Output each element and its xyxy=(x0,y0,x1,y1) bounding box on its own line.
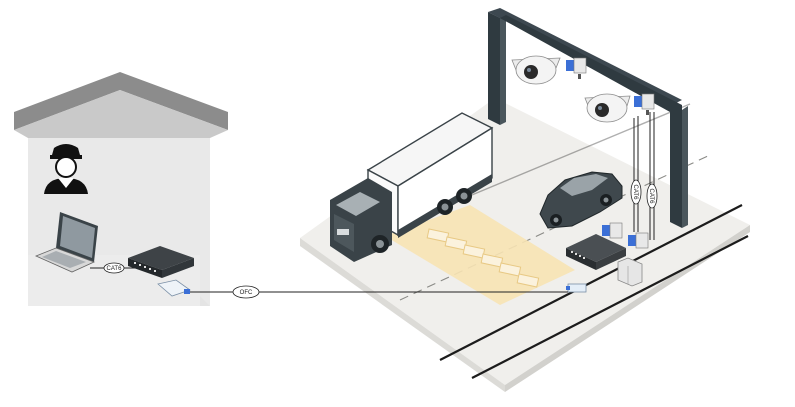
ir-camera-icon xyxy=(566,57,587,79)
ofc-fiber-link: OFC xyxy=(190,285,568,299)
car-icon xyxy=(539,171,623,229)
detection-zone xyxy=(385,205,575,305)
security-guard-icon xyxy=(44,144,88,194)
svg-text:CAT6: CAT6 xyxy=(648,189,654,205)
dome-camera-icon xyxy=(511,55,561,85)
camera-cables xyxy=(633,112,655,240)
gantry-structure xyxy=(488,8,688,228)
laptop-icon xyxy=(34,212,98,273)
fiber-converter-icon xyxy=(157,279,191,297)
truck-icon xyxy=(330,112,494,262)
fiber-converter-icon xyxy=(566,283,587,293)
svg-text:OFC: OFC xyxy=(240,290,253,296)
ir-camera-icon xyxy=(602,222,623,239)
cat6-label-cam2: CAT6 xyxy=(646,183,658,209)
dome-camera-icon xyxy=(584,93,631,123)
junction-box-icon xyxy=(617,257,643,287)
cat6-label-cam1: CAT6 xyxy=(630,179,642,205)
cat6-lan-link: CAT6 xyxy=(90,262,140,274)
ir-camera-icon xyxy=(634,93,655,115)
ir-camera-icon xyxy=(628,232,649,249)
svg-text:CAT6: CAT6 xyxy=(632,185,638,201)
svg-text:CAT6: CAT6 xyxy=(107,266,123,272)
network-switch-icon xyxy=(566,234,626,270)
network-switch-icon xyxy=(128,246,194,278)
